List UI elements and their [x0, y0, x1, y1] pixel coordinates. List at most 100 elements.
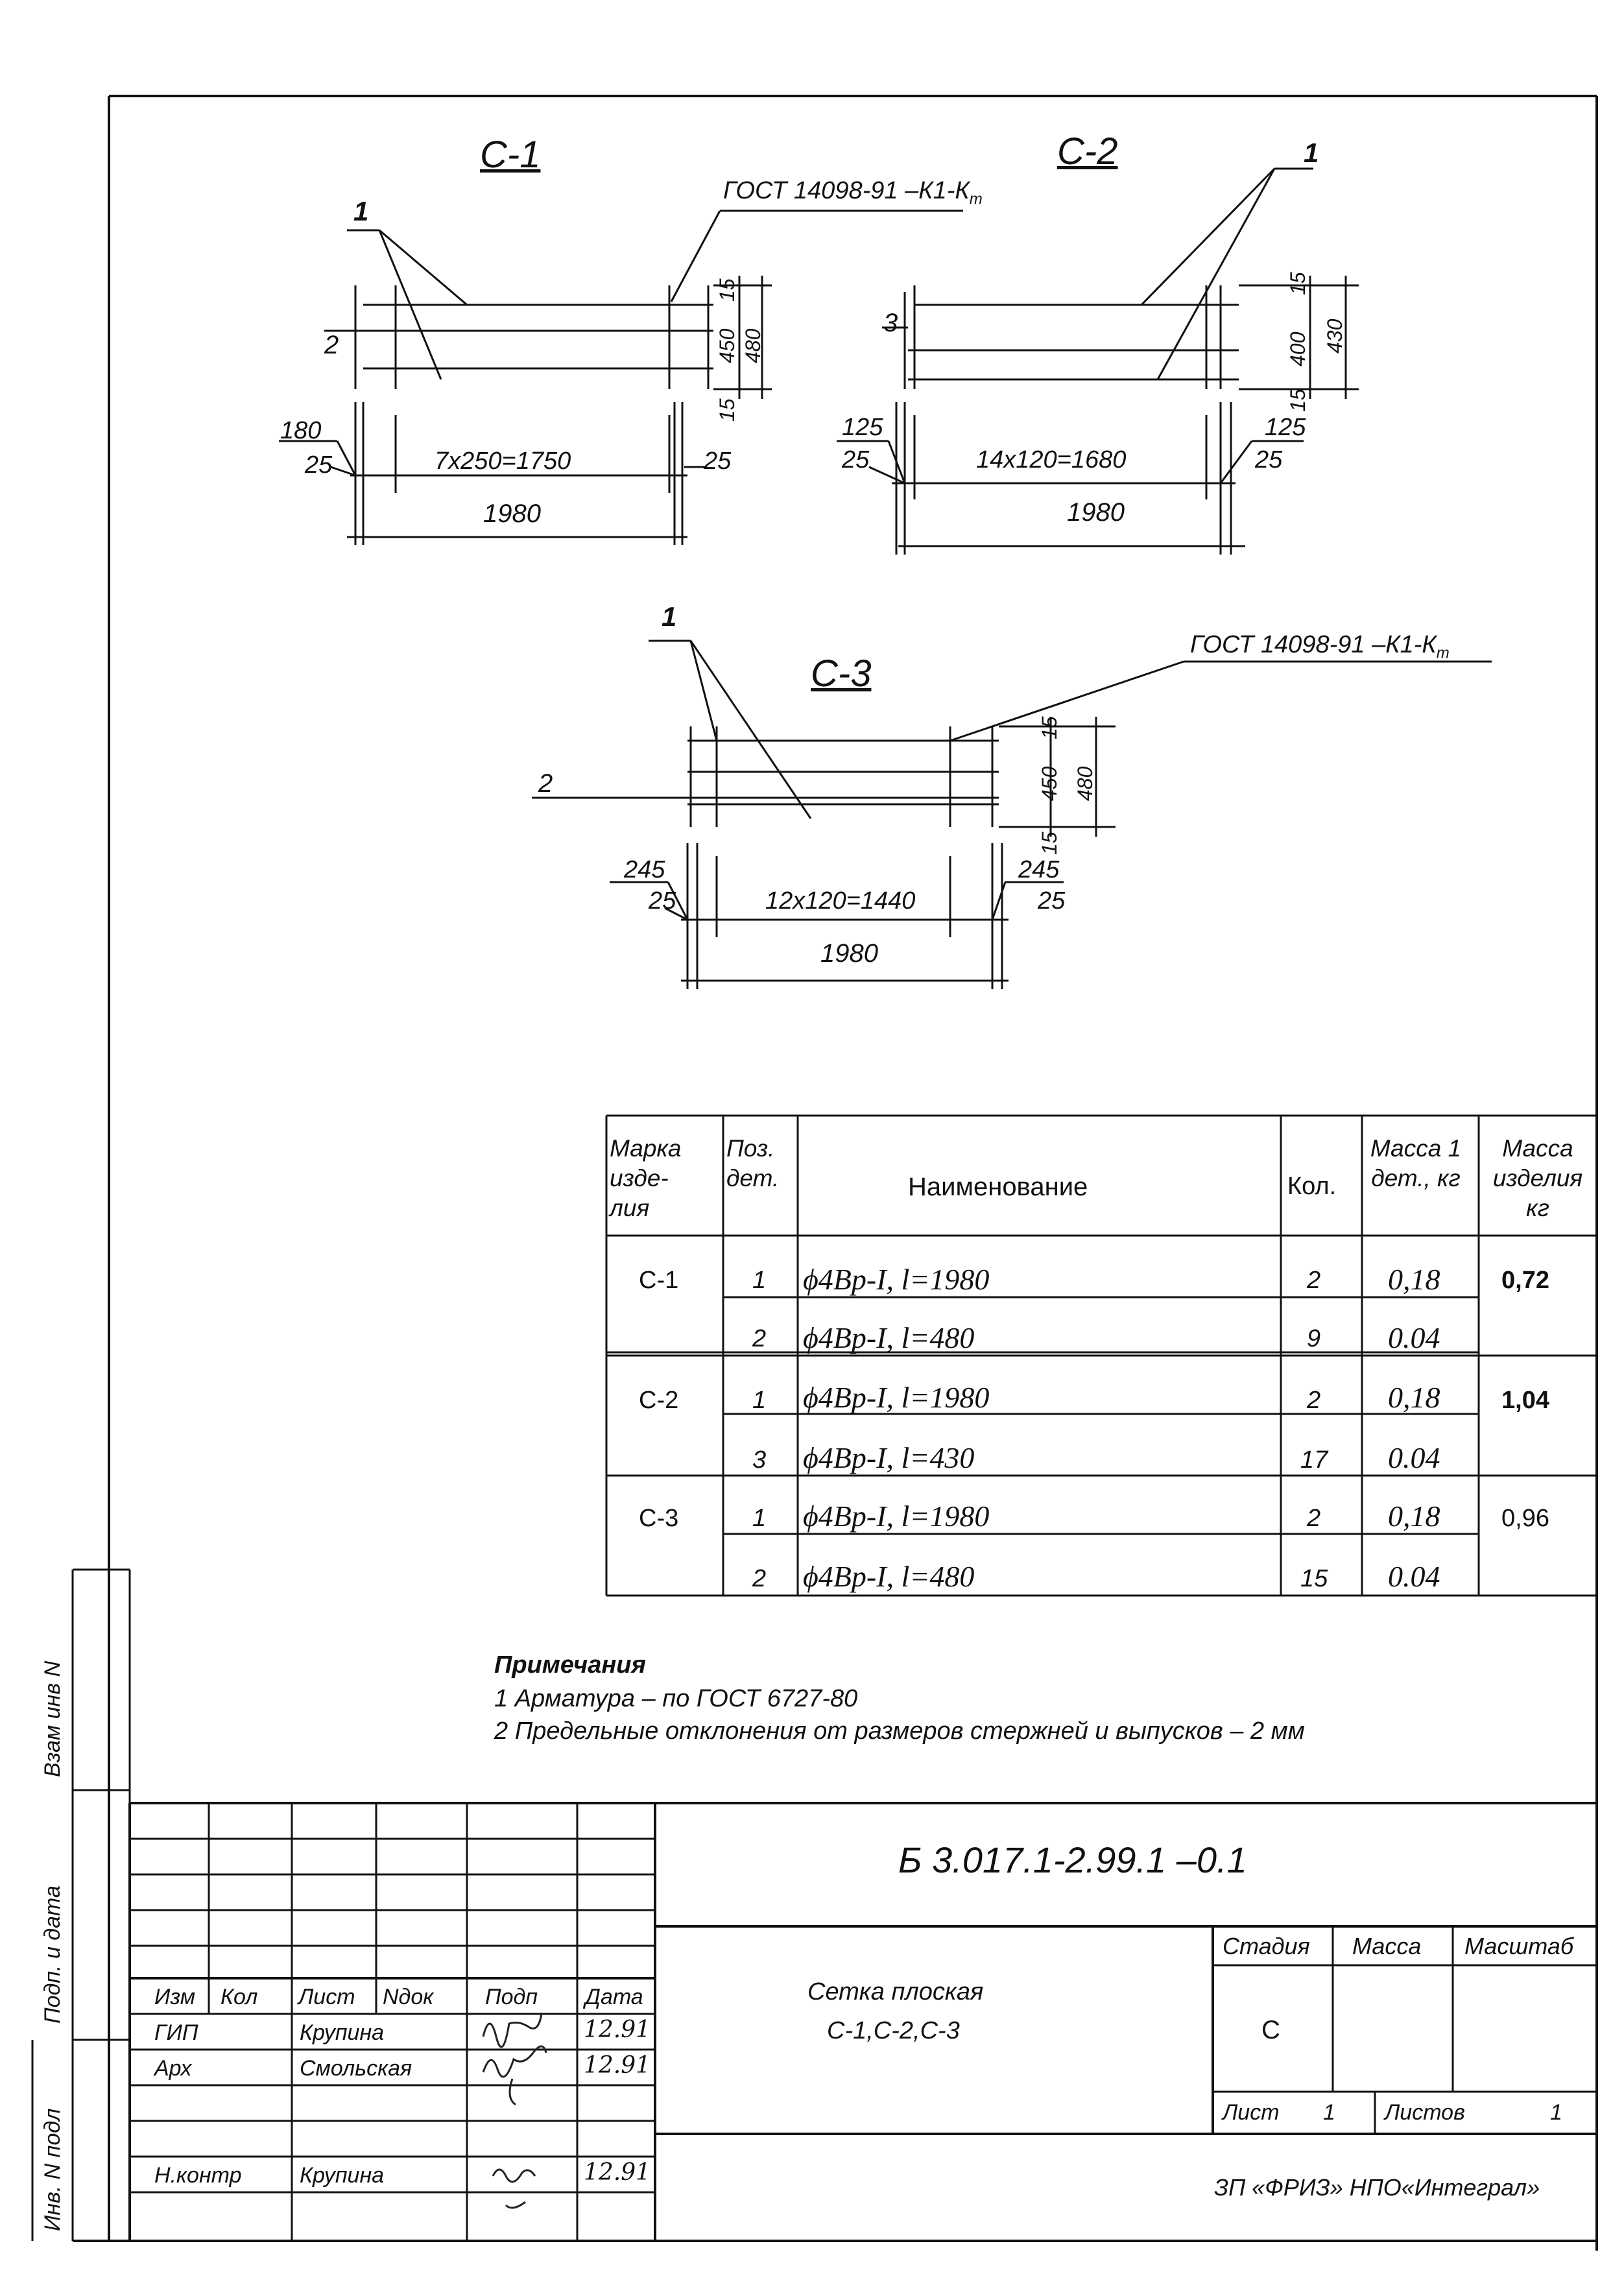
header-mark: Марка изде- лия — [610, 1135, 682, 1221]
row-mass: 0.04 — [1388, 1441, 1440, 1474]
row-qty: 2 — [1307, 1267, 1321, 1294]
row-mass: 0,18 — [1388, 1381, 1440, 1414]
mesh-c2-title: С-2 — [1057, 130, 1118, 173]
inv-replacement-label: Взам инв N — [40, 1660, 65, 1777]
stage-value: С — [1261, 2016, 1280, 2044]
sheet-label: Лист — [1223, 2100, 1280, 2125]
col-header-kol: Кол — [221, 1985, 258, 2009]
row-mass: 0,18 — [1388, 1263, 1440, 1296]
organization: ЗП «ФРИЗ» НПО«Интеграл» — [1214, 2174, 1540, 2201]
row-qty: 2 — [1307, 1505, 1321, 1532]
spec-table-grid — [605, 1114, 1597, 1597]
row-pos: 2 — [752, 1565, 767, 1592]
row-mass-item: 0,72 — [1501, 1267, 1549, 1294]
row-pos: 3 — [752, 1446, 767, 1474]
note-item: 2 Предельные отклонения от размеров стер… — [494, 1717, 1305, 1745]
mesh-c1-pos-2: 2 — [324, 331, 339, 359]
mesh-c1-dim-bottom: 15 — [715, 398, 739, 422]
mesh-c3-edge-left: 25 — [649, 887, 676, 915]
row-mass-item: 1,04 — [1501, 1387, 1549, 1414]
row-pos: 2 — [752, 1325, 767, 1352]
mesh-c1-dim-top: 15 — [715, 278, 739, 302]
col-header-izm: Изм — [154, 1985, 196, 2009]
mesh-c2-pos-1: 1 — [1304, 138, 1319, 168]
col-header-podp: Подп — [485, 1985, 538, 2009]
product-name: Сетка плоская — [807, 1978, 984, 2005]
signature-gip — [482, 2013, 543, 2048]
row-name: ϕ4Вр-I, l=480 — [803, 1321, 975, 1354]
sheets-label: Листов — [1385, 2100, 1465, 2125]
original-inv-label: Инв. N подл — [40, 2108, 65, 2231]
row-mass: 0,18 — [1388, 1500, 1440, 1533]
mesh-c3-overhang-right: 245 — [1018, 856, 1060, 883]
stamp-role: Арх — [154, 2056, 192, 2081]
stamp-name: Крупина — [300, 2020, 385, 2045]
mesh-c3-span: 12x120=1440 — [765, 887, 916, 915]
mesh-c1-drawing — [279, 209, 963, 545]
stamp-name: Крупина — [300, 2163, 385, 2188]
row-name: ϕ4Вр-I, l=430 — [803, 1441, 975, 1474]
row-name: ϕ4Вр-I, l=1980 — [803, 1500, 990, 1533]
row-mass: 0.04 — [1388, 1560, 1440, 1593]
product-marks: С-1,С-2,С-3 — [827, 2017, 960, 2044]
stamp-role: Н.контр — [154, 2163, 242, 2188]
mesh-c3-overhang-left: 245 — [624, 856, 665, 883]
mesh-c3-title: С-3 — [811, 652, 872, 695]
notes-title: Примечания — [494, 1651, 646, 1679]
header-mass-part: Масса 1 дет., кг — [1370, 1135, 1462, 1191]
mesh-c3-edge-right: 25 — [1038, 887, 1066, 915]
col-header-list: Лист — [298, 1985, 355, 2009]
stamp-date: 12.91 — [584, 2052, 651, 2079]
row-mass: 0.04 — [1388, 1321, 1440, 1354]
stamp-date: 12.91 — [584, 2159, 651, 2186]
signature-arch-tail — [508, 2078, 516, 2106]
mesh-c2-dim-bottom: 15 — [1286, 389, 1309, 412]
mesh-c1-dim-outer: 480 — [741, 328, 765, 363]
signature-arch — [482, 2045, 547, 2078]
row-mass-item: 0,96 — [1501, 1505, 1549, 1532]
mesh-c3-dim-outer: 480 — [1073, 766, 1097, 801]
mesh-c2-overhang-right: 125 — [1265, 414, 1306, 441]
row-name: ϕ4Вр-I, l=1980 — [803, 1381, 990, 1414]
header-mass-item: Масса изделия кг — [1492, 1135, 1583, 1221]
mesh-c2-edge-right: 25 — [1255, 446, 1283, 473]
row-pos: 1 — [752, 1387, 767, 1414]
mesh-c2-overhang-left: 125 — [842, 414, 883, 441]
mesh-c2-drawing — [837, 167, 1359, 555]
mesh-c1-overhang-left: 180 — [280, 417, 322, 444]
handwritten-signatures — [482, 2013, 547, 2209]
doc-code: Б 3.017.1-2.99.1 –0.1 — [898, 1839, 1247, 1880]
mesh-c1-gost: ГОСТ 14098-91 –К1-Кт — [723, 177, 983, 208]
stamp-date: 12.91 — [584, 2016, 651, 2043]
mesh-c2-pos-3: 3 — [883, 309, 898, 337]
header-qty: Кол. — [1287, 1173, 1337, 1200]
mesh-c2-dim-inner: 400 — [1286, 331, 1309, 366]
stamp-role: ГИП — [154, 2020, 198, 2045]
signature-date-label: Подп. и дата — [40, 1885, 65, 2024]
row-mark: С-1 — [639, 1267, 679, 1294]
mesh-c1-pos-1: 1 — [353, 196, 369, 226]
sheets-value: 1 — [1550, 2100, 1562, 2125]
side-stamp-grid — [31, 1568, 131, 2241]
row-qty: 9 — [1307, 1325, 1321, 1352]
row-name: ϕ4Вр-I, l=1980 — [803, 1263, 990, 1296]
mesh-c1-total: 1980 — [483, 499, 541, 528]
signature-nkontr — [492, 2168, 536, 2183]
row-qty: 15 — [1300, 1565, 1328, 1592]
mesh-c3-drawing — [532, 640, 1492, 989]
mesh-c1-edge-right: 25 — [704, 448, 732, 475]
mesh-c3-dim-top: 15 — [1038, 716, 1061, 739]
mesh-c2-span: 14x120=1680 — [976, 446, 1127, 473]
col-header-ndok: Nдок — [383, 1985, 434, 2009]
mass-label: Масса — [1352, 1933, 1422, 1959]
mesh-c3-gost: ГОСТ 14098-91 –К1-Кт — [1190, 631, 1450, 662]
row-pos: 1 — [752, 1505, 767, 1532]
mesh-c2-dim-top: 15 — [1286, 272, 1309, 295]
header-pos: Поз. дет. — [726, 1135, 780, 1191]
header-name: Наименование — [908, 1173, 1088, 1201]
row-qty: 17 — [1300, 1446, 1328, 1474]
mesh-c2-dim-outer: 430 — [1323, 318, 1346, 353]
mesh-c2-edge-left: 25 — [842, 446, 870, 473]
mesh-c3-pos-1: 1 — [662, 601, 677, 632]
mesh-c3-pos-2: 2 — [538, 769, 553, 798]
